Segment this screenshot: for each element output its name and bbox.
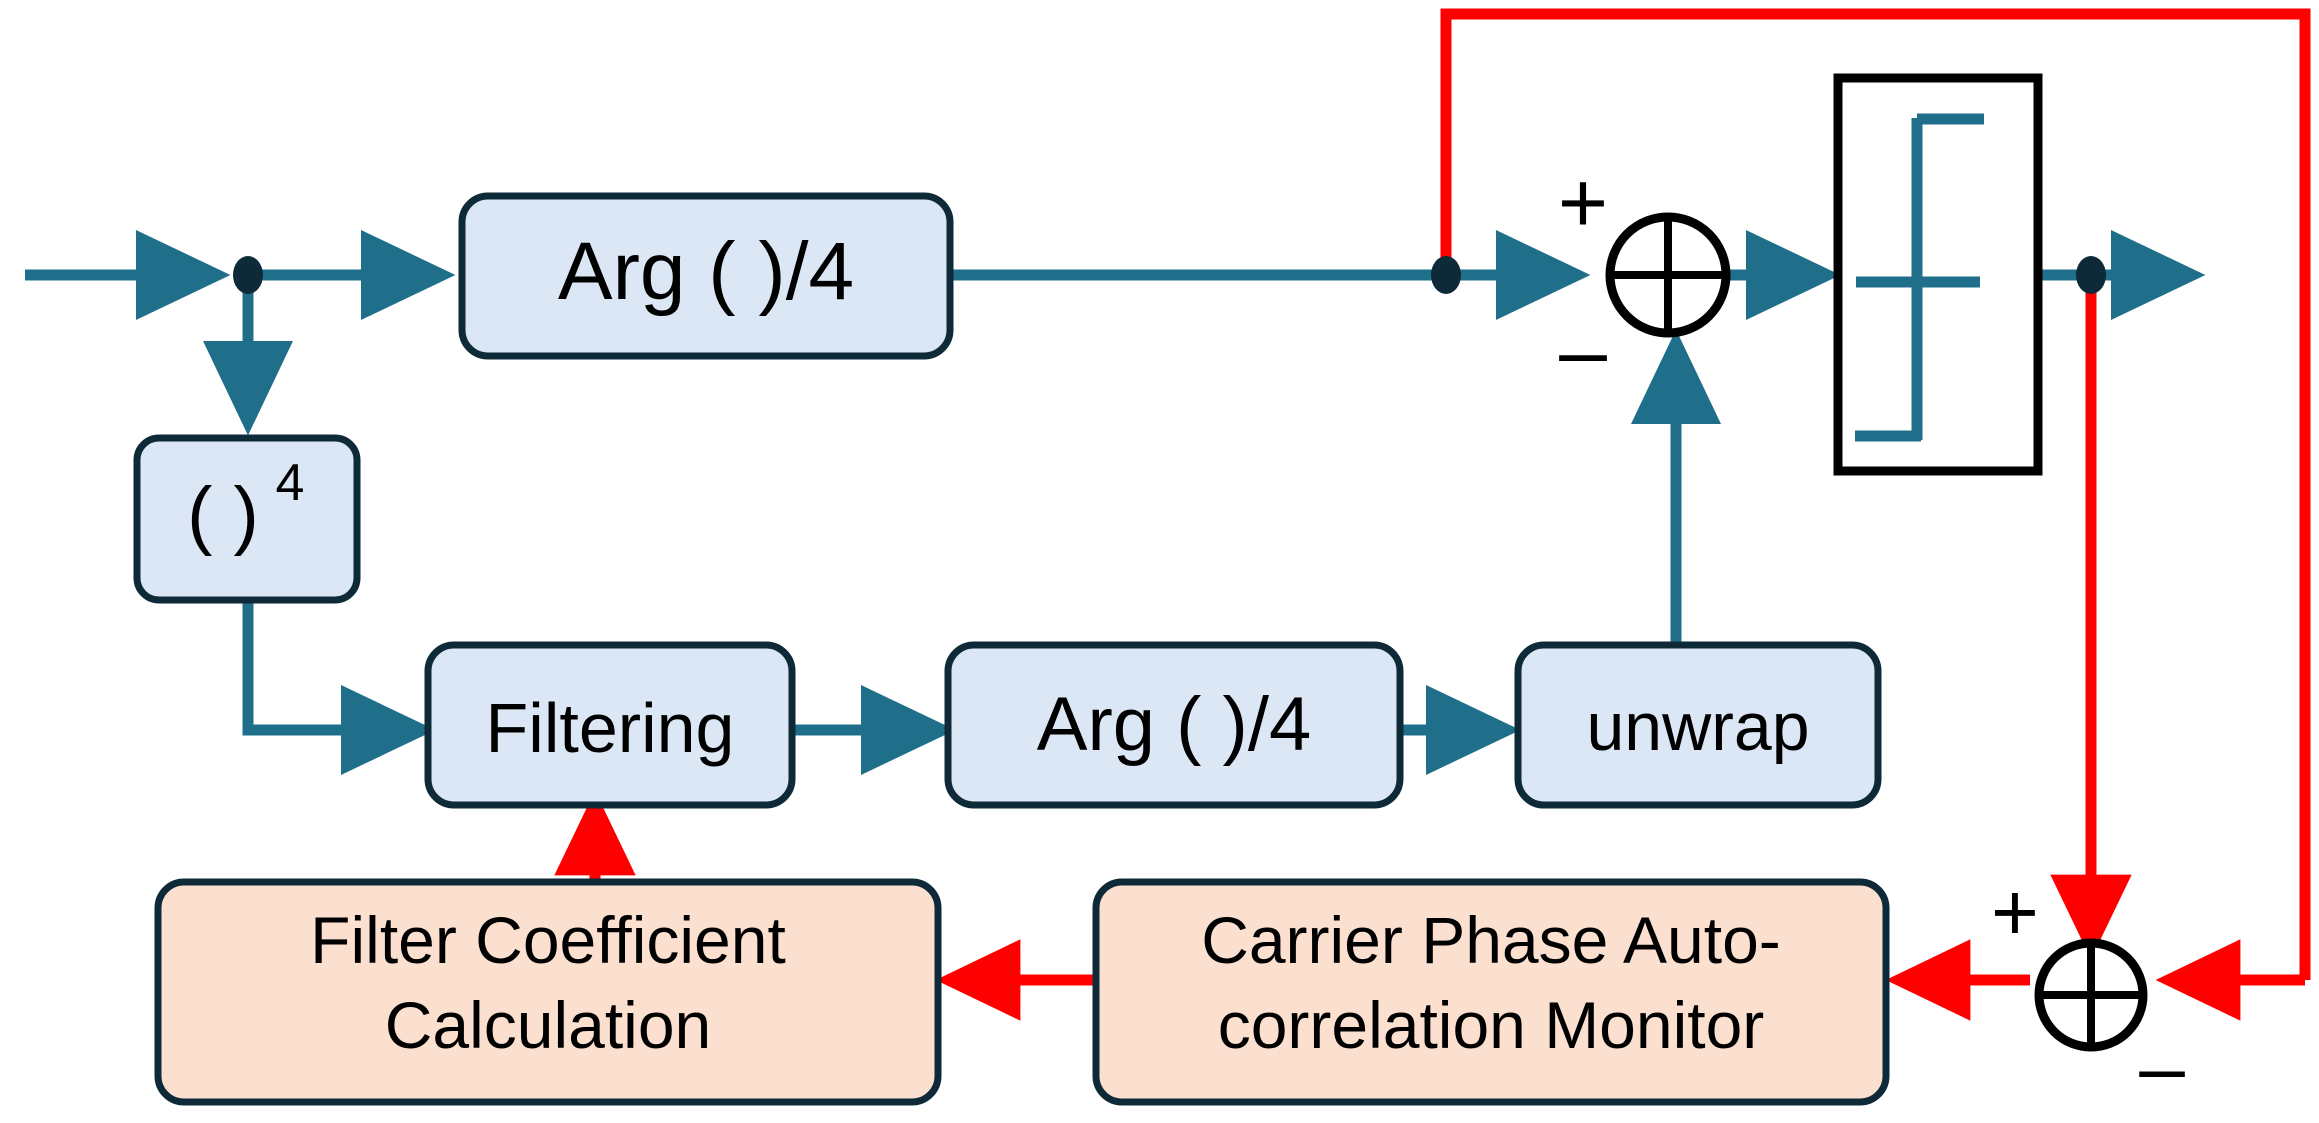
step-function-icon	[1855, 113, 1984, 442]
adder-bottom[interactable]: + –	[1991, 867, 2185, 1113]
block-arg-top[interactable]: Arg ( )/4	[458, 192, 954, 360]
block-cpam-label-line2: correlation Monitor	[1218, 988, 1765, 1062]
adder-bottom-minus-sign: –	[2139, 1022, 2185, 1113]
block-arg-bottom-label: Arg ( )/4	[1037, 682, 1312, 767]
junction-dot-input	[233, 256, 263, 294]
adder-bottom-plus-sign: +	[1991, 867, 2039, 958]
block-filtering-label: Filtering	[486, 689, 735, 767]
block-unwrap[interactable]: unwrap	[1514, 641, 1882, 809]
block-fcc-label-line2: Calculation	[385, 988, 712, 1062]
adder-top[interactable]: + –	[1558, 155, 1731, 399]
block-carrier-phase-autocorrelation-monitor[interactable]: Carrier Phase Auto- correlation Monitor	[1092, 878, 1890, 1106]
block-cpam-label-line1: Carrier Phase Auto-	[1201, 903, 1781, 977]
feedback-path-top-loop	[1440, 8, 2311, 1021]
signal-path-pow4-to-filtering	[242, 600, 436, 776]
adder-top-minus-sign: –	[1559, 303, 1607, 399]
block-power-four-label: ( )	[187, 472, 259, 557]
block-power-four[interactable]: ( ) 4	[133, 434, 361, 604]
block-arg-bottom[interactable]: Arg ( )/4	[944, 641, 1404, 809]
block-decision-step[interactable]	[1833, 73, 2043, 476]
block-fcc-label-line1: Filter Coefficient	[310, 903, 786, 977]
junction-dot-output	[2076, 256, 2106, 294]
block-unwrap-label: unwrap	[1586, 689, 1809, 765]
block-power-four-exponent: 4	[276, 454, 305, 512]
junction-dot-after-arg-top	[1431, 256, 1461, 294]
block-filter-coefficient-calculation[interactable]: Filter Coefficient Calculation	[154, 878, 942, 1106]
block-filtering[interactable]: Filtering	[424, 641, 796, 809]
block-arg-top-label: Arg ( )/4	[558, 226, 854, 317]
adder-top-plus-sign: +	[1558, 155, 1608, 251]
